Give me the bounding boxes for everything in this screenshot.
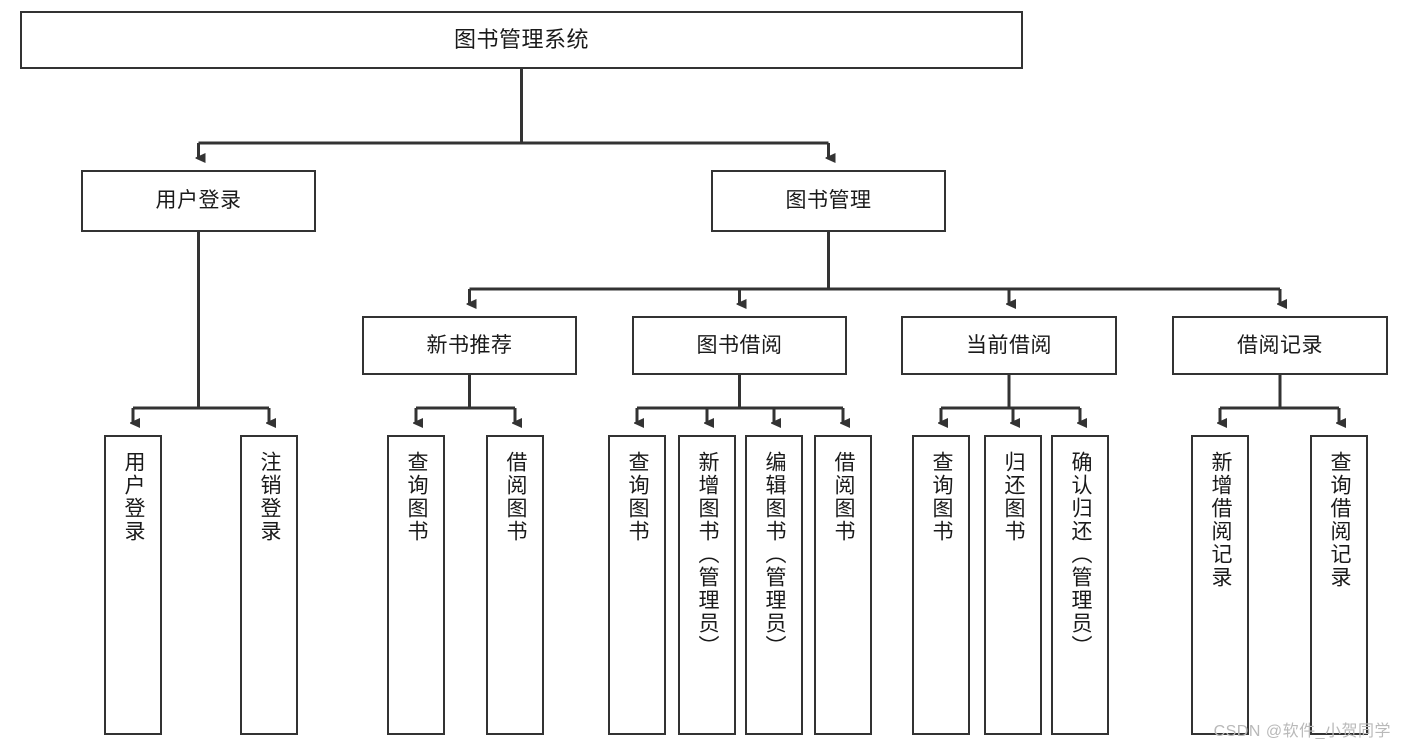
node-label: 新增借阅记录 xyxy=(1209,451,1233,589)
node-label: 用户登录 xyxy=(155,189,242,213)
node-leaf-10[interactable]: 归还图书 xyxy=(984,435,1042,735)
node-label: 借阅图书 xyxy=(504,451,528,543)
node-label: 借阅记录 xyxy=(1237,333,1323,357)
node-current[interactable]: 当前借阅 xyxy=(901,316,1117,375)
node-login[interactable]: 用户登录 xyxy=(81,170,316,232)
node-bookmgmt[interactable]: 图书管理 xyxy=(711,170,946,232)
node-label: 查询图书 xyxy=(626,451,650,543)
node-label: 查询图书 xyxy=(405,451,429,543)
node-label: 归还图书 xyxy=(1002,451,1026,543)
node-records[interactable]: 借阅记录 xyxy=(1172,316,1388,375)
node-leaf-2[interactable]: 注销登录 xyxy=(240,435,298,735)
node-leaf-8[interactable]: 借阅图书 xyxy=(814,435,872,735)
node-leaf-5[interactable]: 查询图书 xyxy=(608,435,666,735)
node-label: 注销登录 xyxy=(258,451,282,543)
node-leaf-1[interactable]: 用户登录 xyxy=(104,435,162,735)
node-borrow[interactable]: 图书借阅 xyxy=(632,316,847,375)
node-newbook[interactable]: 新书推荐 xyxy=(362,316,577,375)
node-label: 图书借阅 xyxy=(696,333,783,357)
node-label: 图书管理 xyxy=(785,189,872,213)
node-leaf-7[interactable]: 编辑图书（管理员） xyxy=(745,435,803,735)
csdn-watermark: CSDN @软件_小贺同学 xyxy=(1213,723,1391,740)
node-label: 查询图书 xyxy=(930,451,954,543)
node-label: 用户登录 xyxy=(122,451,146,543)
node-label: 查询借阅记录 xyxy=(1328,451,1352,589)
node-leaf-13[interactable]: 查询借阅记录 xyxy=(1310,435,1368,735)
node-leaf-9[interactable]: 查询图书 xyxy=(912,435,970,735)
node-label: 当前借阅 xyxy=(966,333,1052,357)
node-root[interactable]: 图书管理系统 xyxy=(20,11,1023,69)
node-leaf-12[interactable]: 新增借阅记录 xyxy=(1191,435,1249,735)
node-leaf-4[interactable]: 借阅图书 xyxy=(486,435,544,735)
node-label: 确认归还（管理员） xyxy=(1069,451,1093,658)
node-label: 图书管理系统 xyxy=(453,26,589,52)
node-leaf-3[interactable]: 查询图书 xyxy=(387,435,445,735)
node-label: 编辑图书（管理员） xyxy=(763,451,787,658)
node-label: 新书推荐 xyxy=(426,333,513,357)
node-leaf-11[interactable]: 确认归还（管理员） xyxy=(1051,435,1109,735)
node-leaf-6[interactable]: 新增图书（管理员） xyxy=(678,435,736,735)
node-label: 新增图书（管理员） xyxy=(696,451,720,658)
node-label: 借阅图书 xyxy=(832,451,856,543)
